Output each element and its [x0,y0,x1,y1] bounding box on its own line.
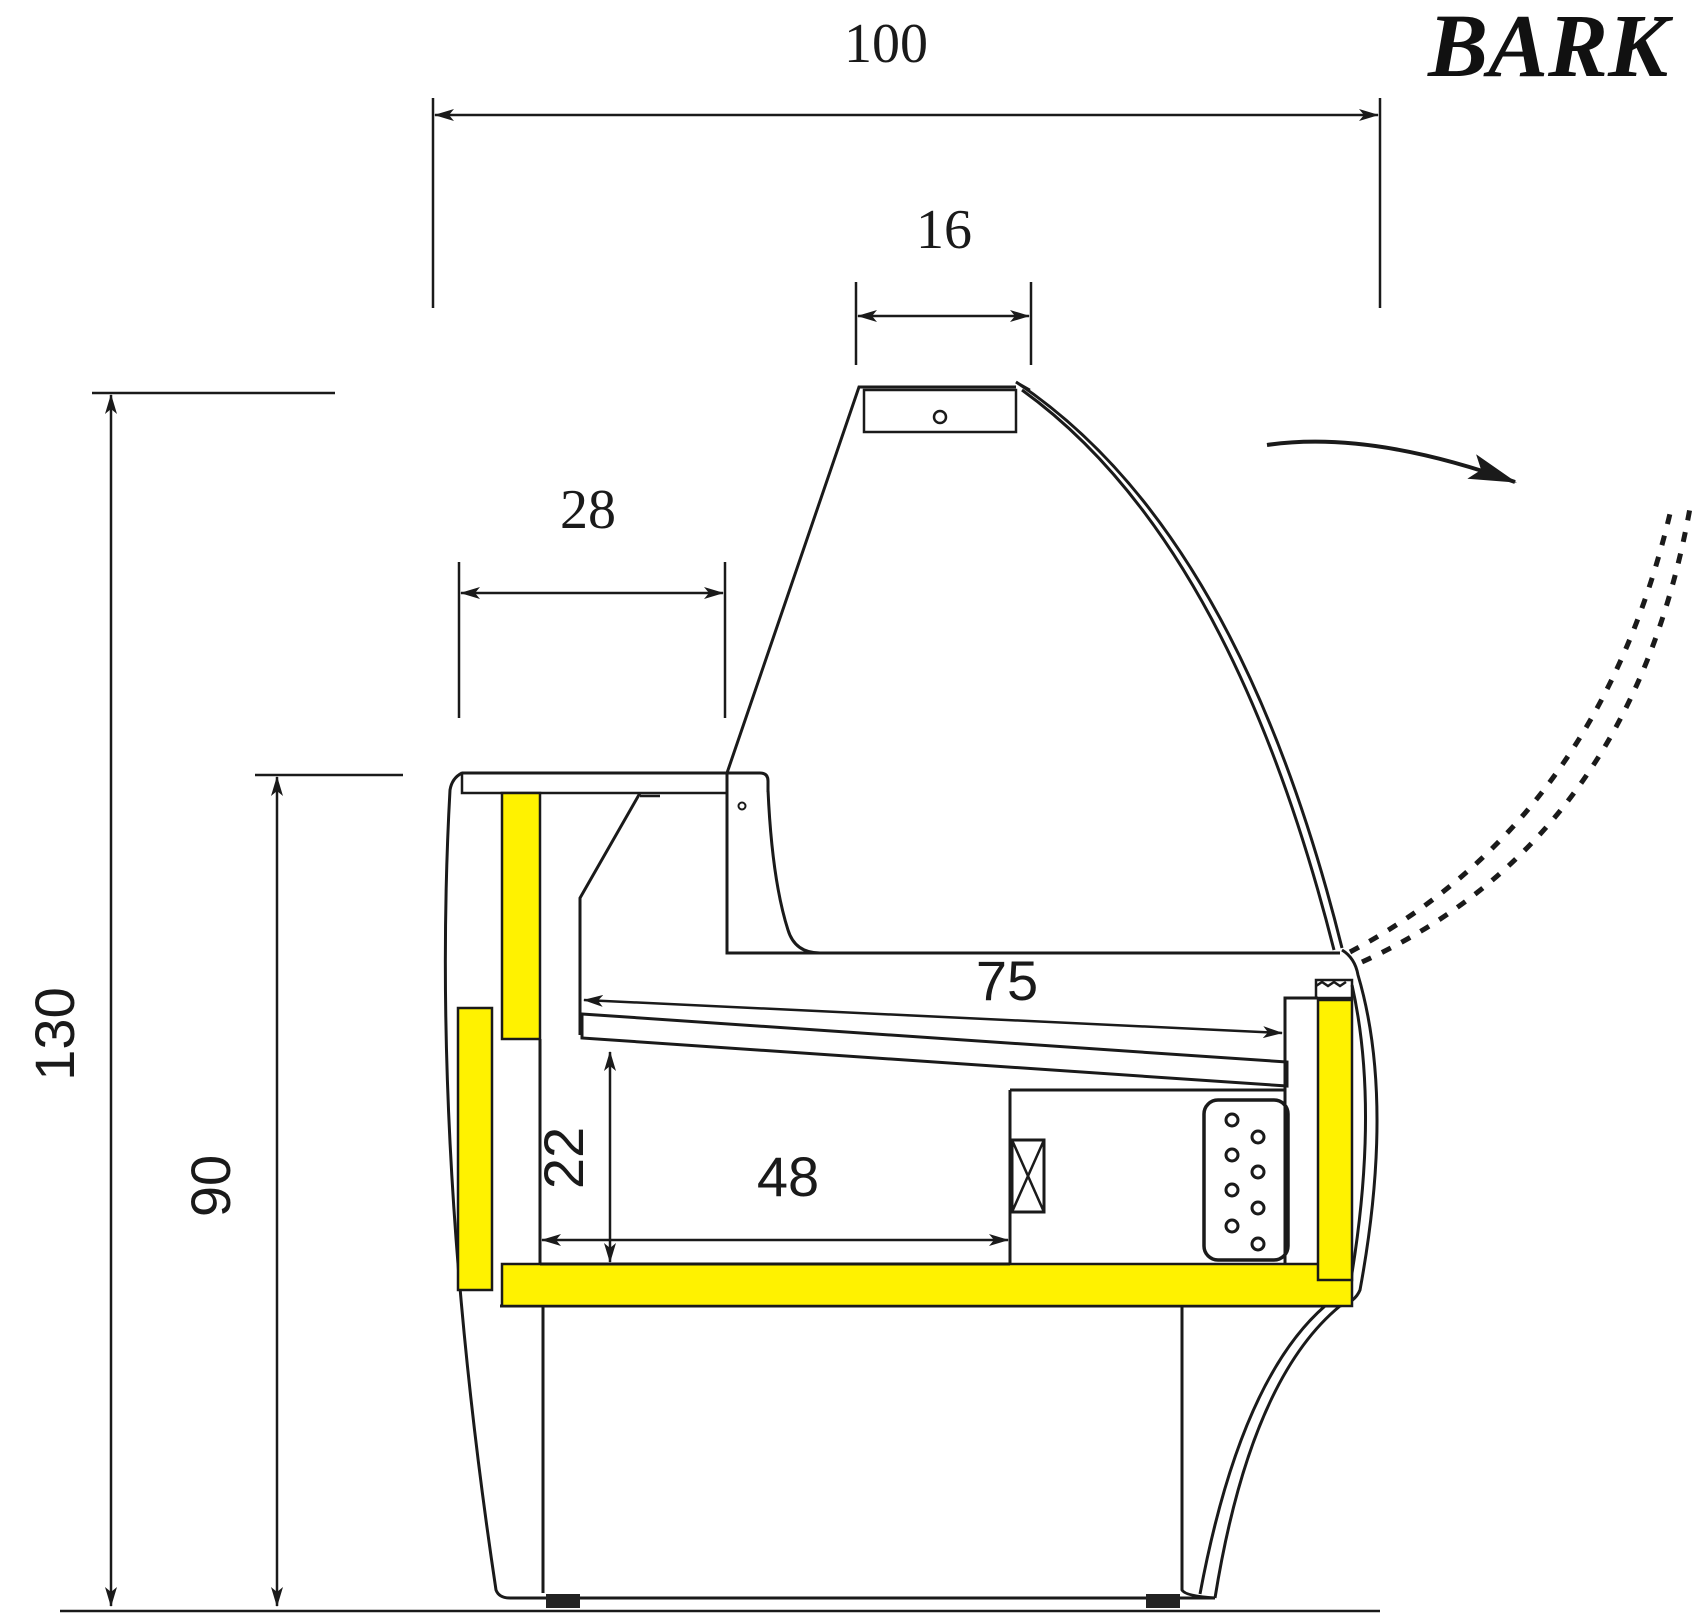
dimension-overall-width: 100 [431,13,1382,308]
label-counter-height: 90 [179,1155,242,1217]
brand-logo: BARK [1427,0,1674,96]
label-overall-width: 100 [844,13,928,75]
insulation [456,791,1354,1308]
compressor-grille-icon [1202,1098,1290,1262]
insulation-rear [1316,998,1354,1282]
cabinet-body [443,771,1340,1608]
label-canopy-width: 16 [916,199,972,261]
insulation-front-panel [456,1006,494,1292]
dimension-total-height: 130 [23,391,335,1607]
rotation-arrow-icon [1266,439,1517,484]
dimension-storage-height: 22 [532,1051,616,1263]
label-storage-depth: 48 [757,1145,819,1208]
fan-icon [1010,1138,1046,1214]
glass-open-position [1266,439,1693,965]
insulation-front-upper [500,791,542,1041]
dimension-canopy-width: 16 [854,199,1033,365]
display-tray [580,1012,1289,1088]
storage-compartment [540,1088,1290,1266]
dimension-storage-depth: 48 [541,1145,1009,1246]
label-display-depth: 75 [976,949,1038,1012]
label-total-height: 130 [23,987,86,1080]
dimension-shelf-depth: 28 [457,479,727,718]
insulation-bottom [500,1262,1354,1308]
dimension-display-depth: 75 [583,949,1283,1039]
rear-panel [1198,948,1379,1599]
glass-canopy [725,380,1344,951]
dimension-counter-height: 90 [179,773,403,1607]
label-storage-height: 22 [532,1127,595,1189]
label-shelf-depth: 28 [560,479,616,541]
light-icon [932,409,948,425]
